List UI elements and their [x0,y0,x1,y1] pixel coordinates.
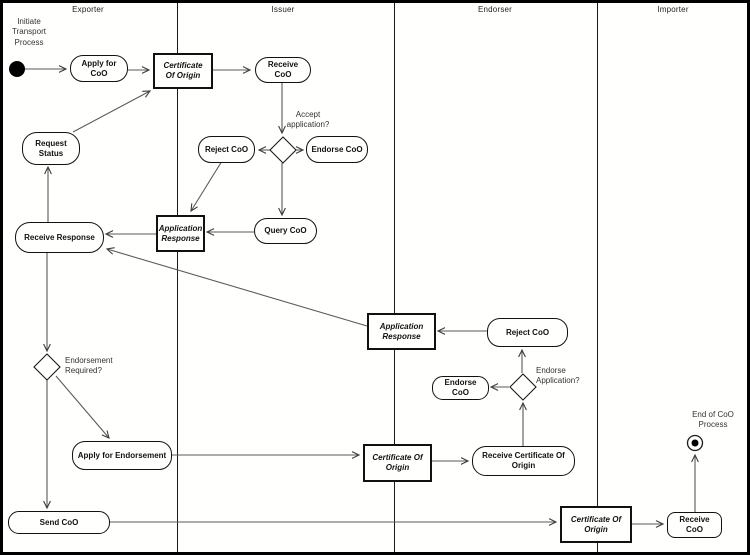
activity-endorse-coo-issuer: Endorse CoO [306,136,368,163]
decision-endorse-application [509,373,537,401]
lane-divider-issuer-endorser [394,3,395,552]
activity-send-coo: Send CoO [8,511,110,534]
object-certificate-of-origin-3: Certificate Of Origin [560,506,632,543]
lane-title-issuer: Issuer [271,5,295,14]
edge-request-status-to-cert1 [72,90,152,133]
endorse-application-label: Endorse Application? [536,366,580,386]
initiate-transport-label: Initiate Transport Process [12,17,46,47]
activity-apply-for-coo: Apply for CoO [70,55,128,82]
activity-query-coo: Query CoO [254,218,317,244]
end-node-inner [691,439,699,447]
lane-divider-endorser-importer [597,3,598,552]
end-of-process-label: End of CoO Process [692,410,734,430]
start-node [9,61,25,77]
connector-layer [9,61,704,528]
edge-reject-coo-to-app-response1 [190,160,223,213]
activity-receive-coo-importer: Receive CoO [667,512,722,538]
object-application-response-2: Application Response [367,313,436,350]
decision-endorsement-required [33,353,61,381]
lane-title-exporter: Exporter [72,5,104,14]
lane-divider-exporter-issuer [177,3,178,552]
lane-title-endorser: Endorser [477,5,513,14]
activity-reject-coo-endorser: Reject CoO [487,318,568,347]
edge-app-response2-to-receive-response [105,247,368,327]
object-certificate-of-origin-2: Certificate Of Origin [363,444,432,482]
activity-reject-coo-issuer: Reject CoO [198,136,255,163]
activity-receive-response: Receive Response [15,222,104,253]
object-certificate-of-origin-1: Certificate Of Origin [153,53,213,89]
object-application-response-1: Application Response [156,215,205,252]
edge-endorsement-decision-to-apply-endorsement [55,375,110,439]
accept-application-label: Accept application? [286,110,330,130]
decision-accept-application [269,136,297,164]
endorsement-required-label: Endorsement Required? [65,356,113,376]
lane-title-importer: Importer [657,5,689,14]
activity-endorse-coo-endorser: Endorse CoO [432,376,489,400]
activity-receive-coo-issuer: Receive CoO [255,57,311,83]
activity-receive-certificate-of-origin: Receive Certificate Of Origin [472,446,575,476]
activity-request-status: Request Status [22,132,80,165]
activity-apply-for-endorsement: Apply for Endorsement [72,441,172,470]
